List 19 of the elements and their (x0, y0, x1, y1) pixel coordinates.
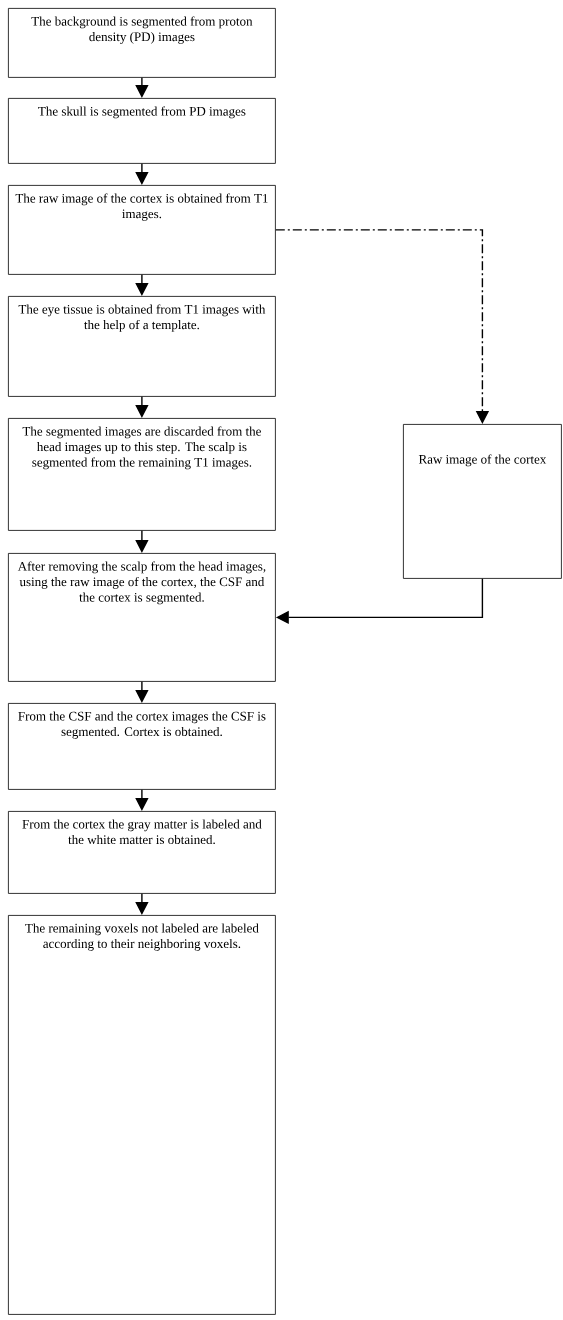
process-box: After removing the scalp from the head images, using the raw image of the cortex, the CSF and the cortex is segmented. (8, 553, 276, 682)
arrow (135, 893, 149, 915)
process-box: The raw image of the cortex is obtained from T1 images. (8, 185, 276, 275)
process-box: Raw image of the cortex (403, 424, 562, 579)
arrow (135, 163, 149, 185)
arrow (135, 396, 149, 418)
process-box: The remaining voxels not labeled are labeled according to their neighboring voxels. (8, 915, 276, 1315)
arrow (135, 530, 149, 553)
arrow (135, 789, 149, 811)
process-box: From the CSF and the cortex images the CSF is segmented. Cortex is obtained. (8, 703, 276, 790)
process-box: The skull is segmented from PD images (8, 98, 276, 164)
arrow (135, 77, 149, 98)
process-box: The background is segmented from proton density (PD) images (8, 8, 276, 78)
process-box: The eye tissue is obtained from T1 images with the help of a template. (8, 296, 276, 397)
process-box: The segmented images are discarded from the head images up to this step. The scalp is segmented from the remaining T1 images. (8, 418, 276, 531)
arrow (135, 274, 149, 296)
process-box: From the cortex the gray matter is labeled and the white matter is obtained. (8, 811, 276, 894)
arrow (275, 229, 490, 424)
arrow (135, 681, 149, 703)
